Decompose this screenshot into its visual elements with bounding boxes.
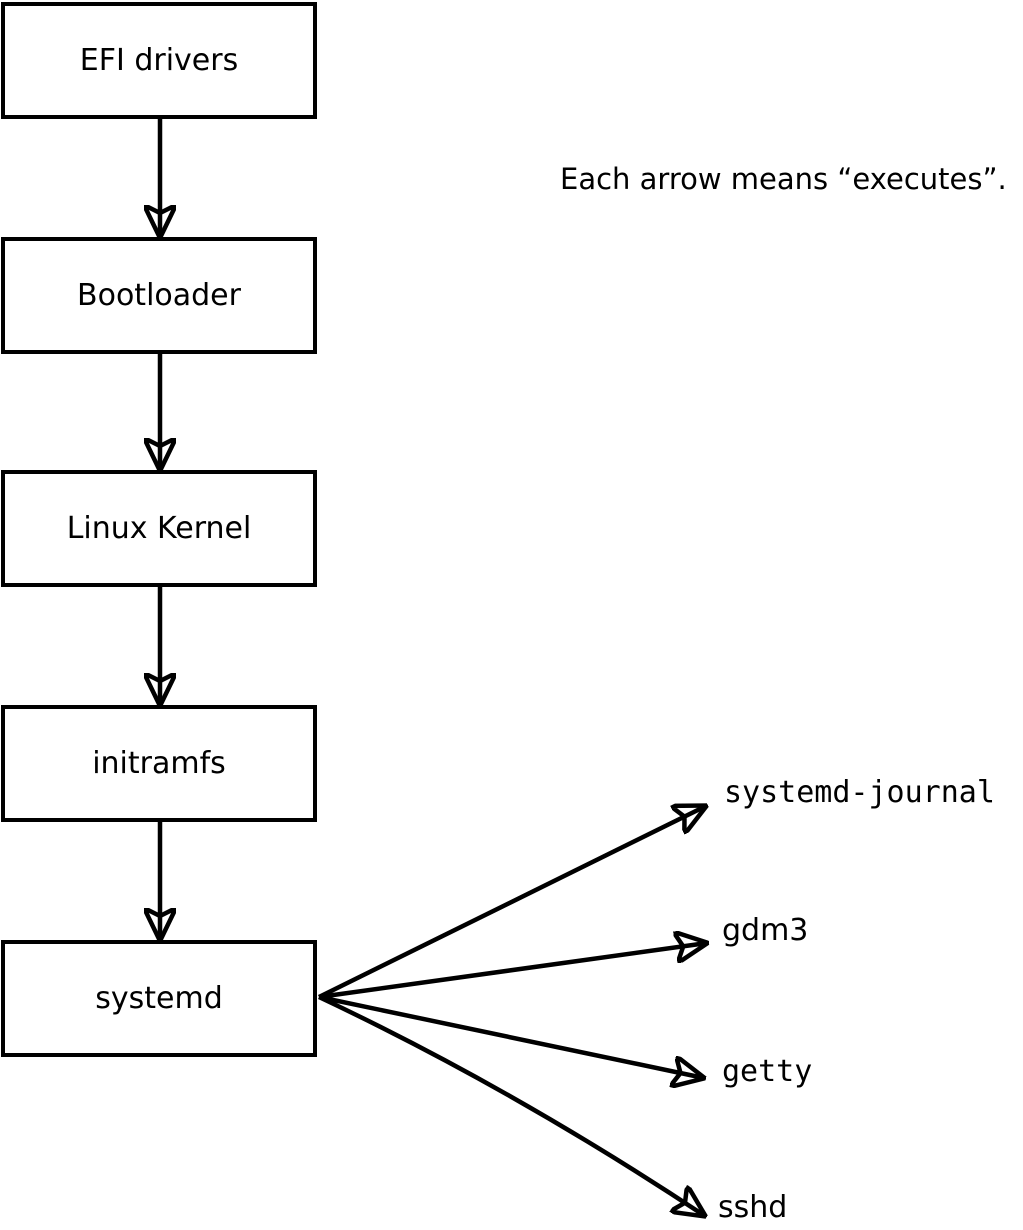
label-gdm3: gdm3 <box>722 913 809 948</box>
node-linux-kernel-label: Linux Kernel <box>66 510 252 546</box>
node-systemd-label: systemd <box>95 980 223 1016</box>
diagram-caption: Each arrow means “executes”. <box>560 162 1007 196</box>
node-systemd: systemd <box>1 940 317 1057</box>
node-initramfs: initramfs <box>1 705 317 822</box>
label-sshd: sshd <box>718 1190 788 1225</box>
arrow-systemd-to-gdm3 <box>318 943 707 1000</box>
arrow-systemd-to-journal <box>318 806 706 1000</box>
node-linux-kernel: Linux Kernel <box>1 470 317 587</box>
node-bootloader: Bootloader <box>1 237 317 354</box>
arrow-systemd-to-sshd <box>318 994 705 1216</box>
arrow-systemd-to-getty <box>318 994 704 1078</box>
node-bootloader-label: Bootloader <box>77 277 241 313</box>
node-initramfs-label: initramfs <box>92 745 226 781</box>
node-efi-drivers: EFI drivers <box>1 2 317 119</box>
label-getty: getty <box>722 1054 813 1089</box>
label-systemd-journal: systemd-journal <box>724 775 995 810</box>
node-efi-drivers-label: EFI drivers <box>79 42 239 78</box>
